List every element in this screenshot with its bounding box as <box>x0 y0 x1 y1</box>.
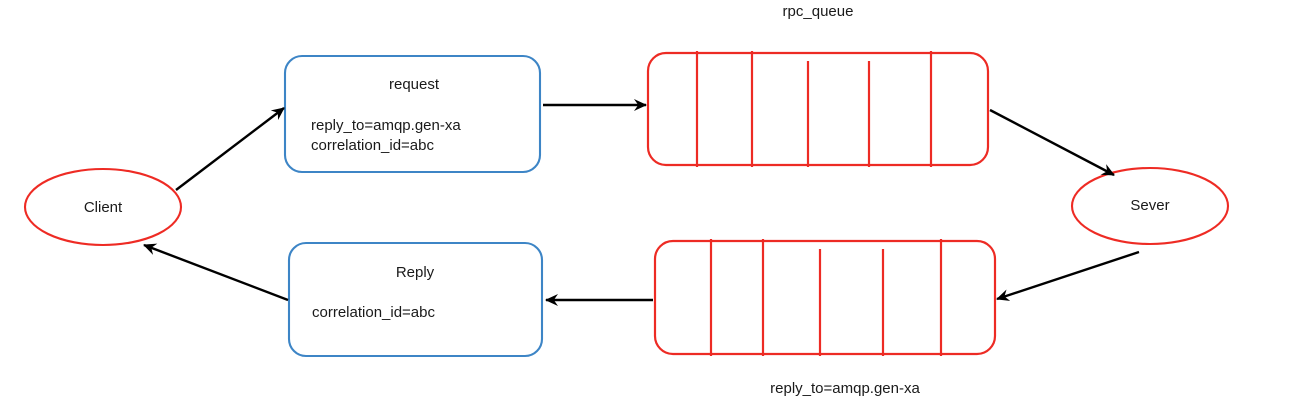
request-box-correlation-id: correlation_id=abc <box>311 137 434 154</box>
request-message-box[interactable] <box>283 54 542 174</box>
server-label: Sever <box>1130 197 1170 214</box>
server-ellipse[interactable] <box>1070 166 1230 246</box>
request-box-title: request <box>388 76 440 93</box>
arrow-reply-to-client <box>143 243 289 302</box>
request-box-reply-to: reply_to=amqp.gen-xa <box>311 117 461 134</box>
request-queue-shape[interactable] <box>646 51 990 167</box>
arrow-queue-to-server <box>989 108 1115 177</box>
arrow-server-to-reply-queue <box>996 250 1140 301</box>
reply-box-title: Reply <box>395 264 435 281</box>
rpc-queue-title: rpc_queue <box>782 3 854 20</box>
reply-queue-shape[interactable] <box>653 239 997 356</box>
client-ellipse[interactable] <box>23 167 183 247</box>
reply-message-box[interactable] <box>287 241 544 358</box>
client-label: Client <box>83 199 123 216</box>
reply-box-correlation-id: correlation_id=abc <box>312 304 435 321</box>
reply-queue-caption: reply_to=amqp.gen-xa <box>770 380 920 397</box>
arrow-client-to-request <box>175 107 285 191</box>
